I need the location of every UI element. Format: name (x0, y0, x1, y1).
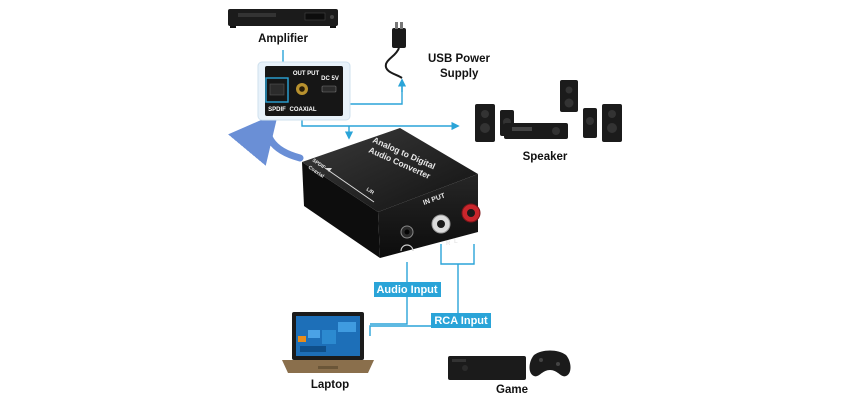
curved-arrow (228, 112, 304, 166)
speaker-system (475, 80, 622, 142)
converter-device (302, 128, 481, 258)
output-dc-label: DC 5V (321, 76, 339, 82)
speaker-label: Speaker (523, 151, 568, 163)
usb-power-label: USB Power (428, 53, 491, 65)
converter-side-lr: L/R (365, 187, 375, 197)
laptop-label: Laptop (311, 379, 349, 391)
output-panel-title: OUT PUT (293, 71, 320, 77)
output-coaxial-label: COAXIAL (290, 107, 317, 113)
usb-power-supply-icon (384, 22, 406, 79)
game-console-device (448, 350, 571, 380)
headphone-icon (400, 244, 414, 252)
amplifier-label: Amplifier (258, 33, 308, 45)
amplifier-device (228, 9, 338, 28)
laptop-device (282, 312, 374, 373)
rca-input-tag: RCA Input (431, 313, 491, 328)
audio-input-tag: Audio Input (374, 282, 441, 297)
svg-text:Audio Input: Audio Input (376, 284, 437, 296)
game-label: Game (496, 384, 528, 396)
converter-l-label: L (454, 239, 458, 245)
output-panel (257, 61, 351, 121)
usb-power-label-line2: Supply (440, 68, 479, 80)
converter-r-label: R (446, 241, 451, 247)
output-spdif-label: SPDIF (268, 107, 286, 113)
svg-text:RCA Input: RCA Input (434, 315, 488, 327)
